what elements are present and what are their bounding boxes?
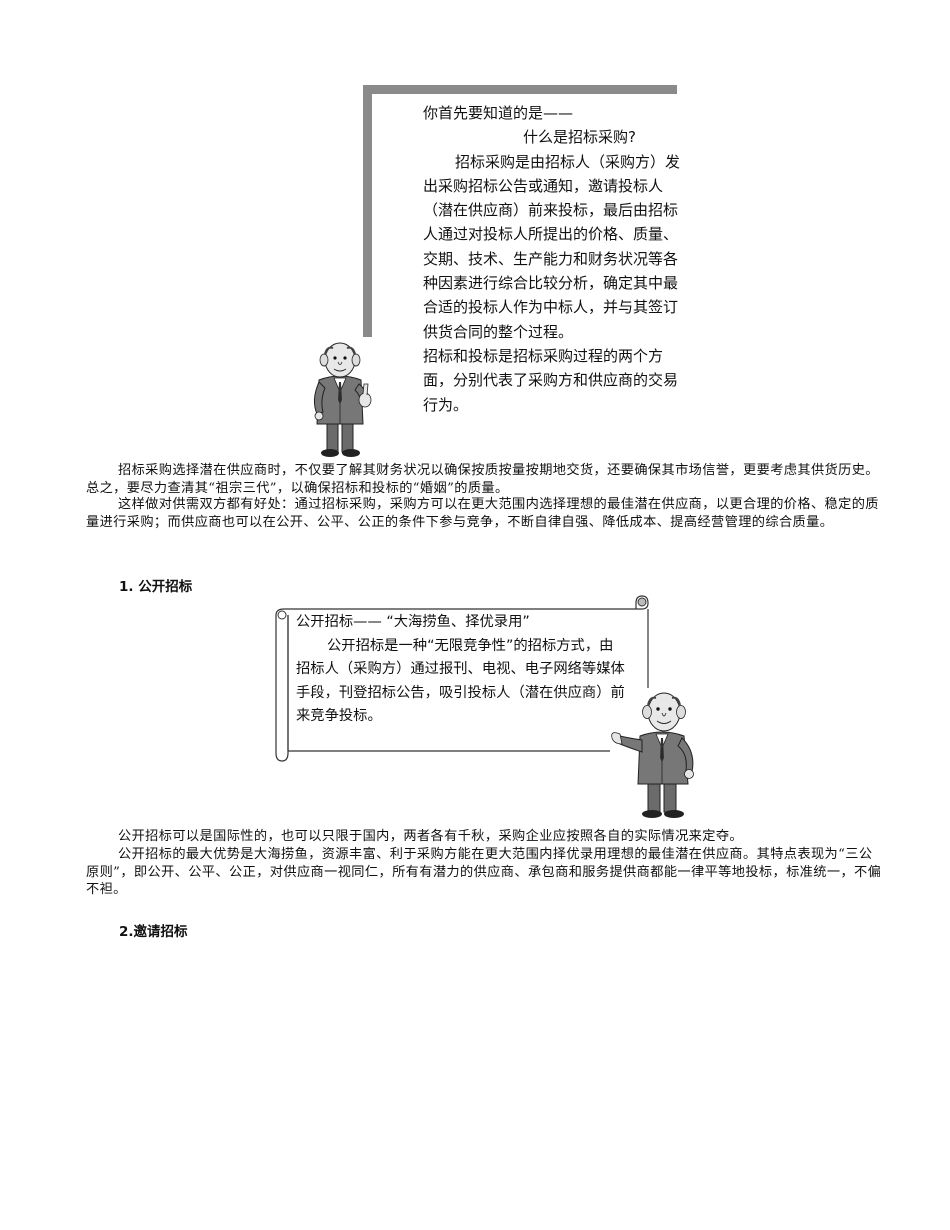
paragraph: 公开招标的最大优势是大海捞鱼，资源丰富、利于采购方能在更大范围内择优录用理想的最… [86,847,882,897]
paragraph: 这样做对供需双方都有好处：通过招标采购，采购方可以在更大范围内选择理想的最佳潜在… [86,497,879,530]
callout-frame-left-bar [363,85,372,337]
callout-frame-top-bar [363,85,677,94]
callout-frame [363,85,677,345]
businessman-thumbs-up-icon [313,342,372,457]
callout-subheading: 什么是招标采购? [523,128,636,147]
callout-body: 招标采购是由招标人（采购方）发出采购招标公告或通知，邀请投标人（潜在供应商）前来… [423,152,681,341]
callout-body-2: 招标和投标是招标采购过程的两个方面，分别代表了采购方和供应商的交易行为。 [423,346,679,414]
scroll-title: 公开招标—— “大海捞鱼、择优录用” [296,614,530,630]
section-heading: 2.邀请招标 [119,924,188,940]
scroll-text: 公开招标—— “大海捞鱼、择优录用” 公开招标是一种“无限竞争性”的招标方式，由… [296,611,626,729]
scroll-body: 公开招标是一种“无限竞争性”的招标方式，由招标人（采购方）通过报刊、电视、电子网… [296,637,625,725]
paragraph: 公开招标可以是国际性的，也可以只限于国内，两者各有千秋，采购企业应按照各自的实际… [118,829,744,844]
scroll-frame [275,595,649,762]
callout-heading: 你首先要知道的是—— [423,104,574,122]
businessman-presenting-icon [611,692,694,818]
callout-text: 你首先要知道的是—— 什么是招标采购? 招标采购是由招标人（采购方）发出采购招标… [423,101,683,417]
paragraph: 招标采购选择潜在供应商时，不仅要了解其财务状况以确保按质按量按期地交货，还要确保… [86,463,879,496]
section-heading: 1. 公开招标 [119,579,193,595]
